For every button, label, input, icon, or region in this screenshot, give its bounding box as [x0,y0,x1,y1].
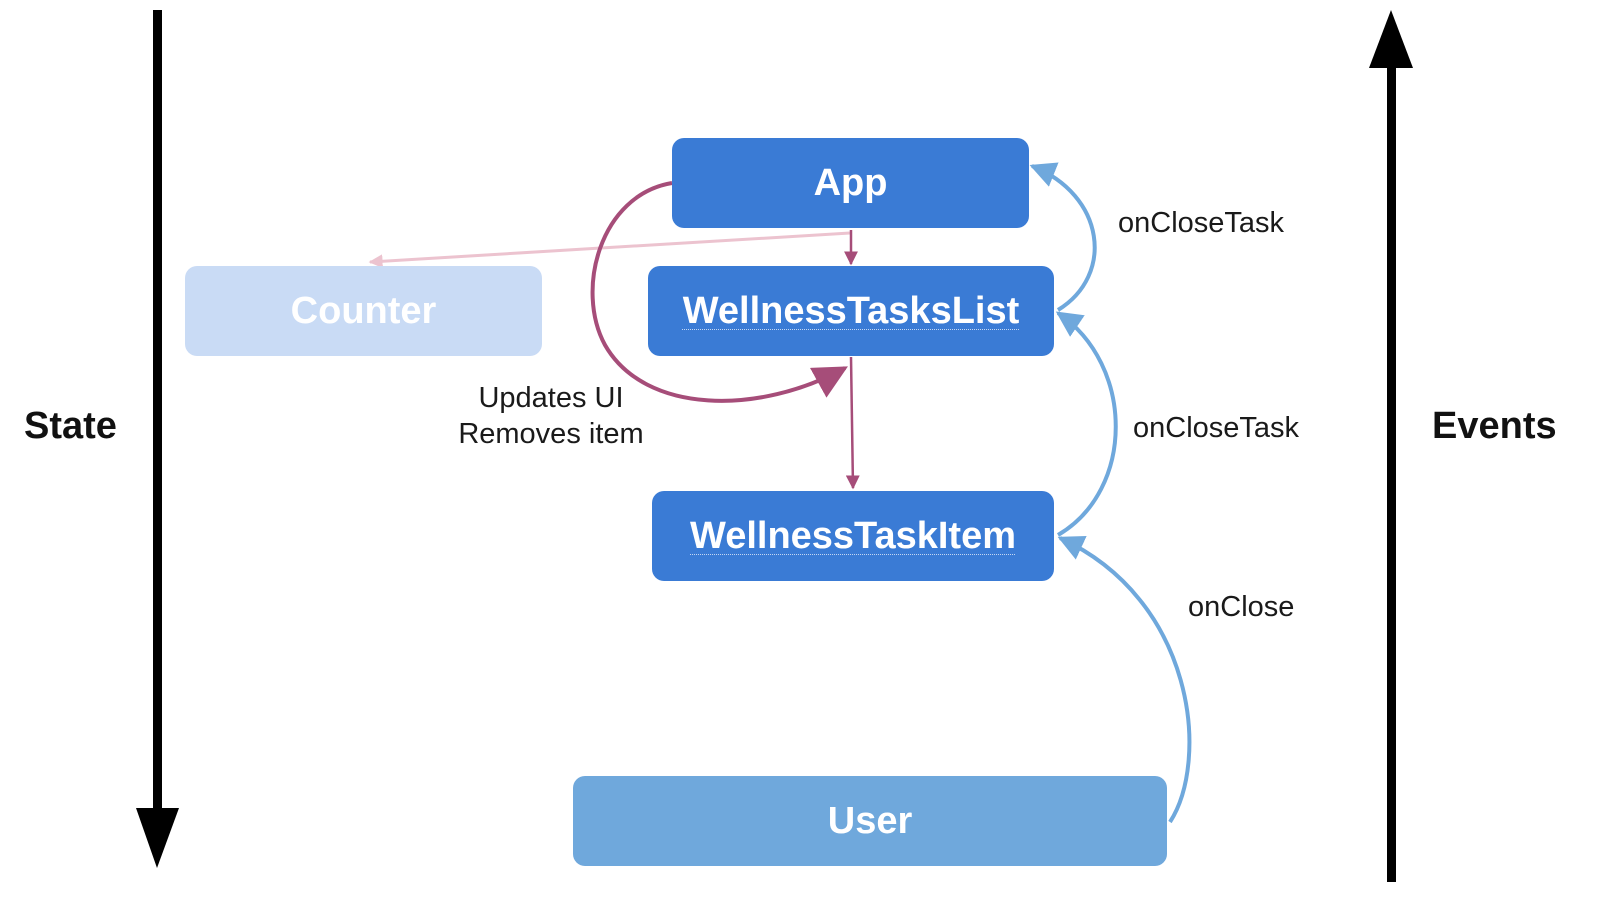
user-node-label: User [827,799,913,842]
state-axis-label: State [24,405,117,447]
state-update-label: Updates UI Removes item [440,380,662,453]
tasks-list-node-label: WellnessTasksList [682,289,1020,332]
events-axis-arrow [1369,10,1413,882]
state-axis-arrow [136,10,179,868]
state-update-label-line2: Removes item [458,418,644,451]
item-to-list-event-label: onCloseTask [1133,412,1300,444]
task-item-node: WellnessTaskItem [652,491,1054,581]
user-to-item-event-arrow [1057,535,1192,824]
app-to-counter-arrow [368,231,851,269]
item-to-list-event-arrow [1055,311,1118,537]
list-to-app-event-label: onCloseTask [1118,207,1285,239]
user-to-item-event-label: onClose [1188,591,1295,623]
task-item-node-label: WellnessTaskItem [690,514,1016,557]
tasks-list-to-item-arrow [845,356,860,490]
counter-node: Counter [185,266,542,356]
list-to-app-event-arrow [1029,162,1097,312]
tasks-list-node: WellnessTasksList [648,266,1054,356]
user-node: User [573,776,1167,866]
app-node-label: App [813,161,888,204]
state-update-loop-arrow [590,181,848,403]
state-update-label-line1: Updates UI [478,382,624,414]
events-axis-label: Events [1432,405,1557,447]
app-node: App [672,138,1029,228]
counter-node-label: Counter [290,289,437,332]
